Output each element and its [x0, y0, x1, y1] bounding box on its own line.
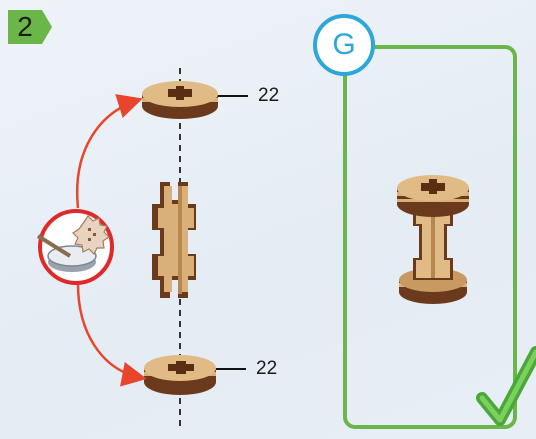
step-number: 2	[17, 11, 33, 42]
green-checkmark-icon	[476, 346, 536, 426]
top-disc-count-label: 22	[258, 85, 280, 106]
bottom-disc-part	[144, 355, 216, 395]
glue-bowl-with-gear-icon	[36, 209, 114, 285]
step-badge: 2	[8, 10, 54, 44]
result-panel	[343, 45, 517, 429]
glue-arrow-bottom	[76, 283, 147, 387]
callout-letter-circle: G	[313, 14, 375, 76]
glue-arrow-top	[75, 94, 143, 209]
core-cross-part	[152, 182, 196, 298]
top-disc-part	[142, 81, 218, 119]
assembled-spool	[397, 175, 469, 304]
step-badge-shape	[8, 10, 52, 44]
bottom-disc-count-label: 22	[256, 358, 278, 379]
